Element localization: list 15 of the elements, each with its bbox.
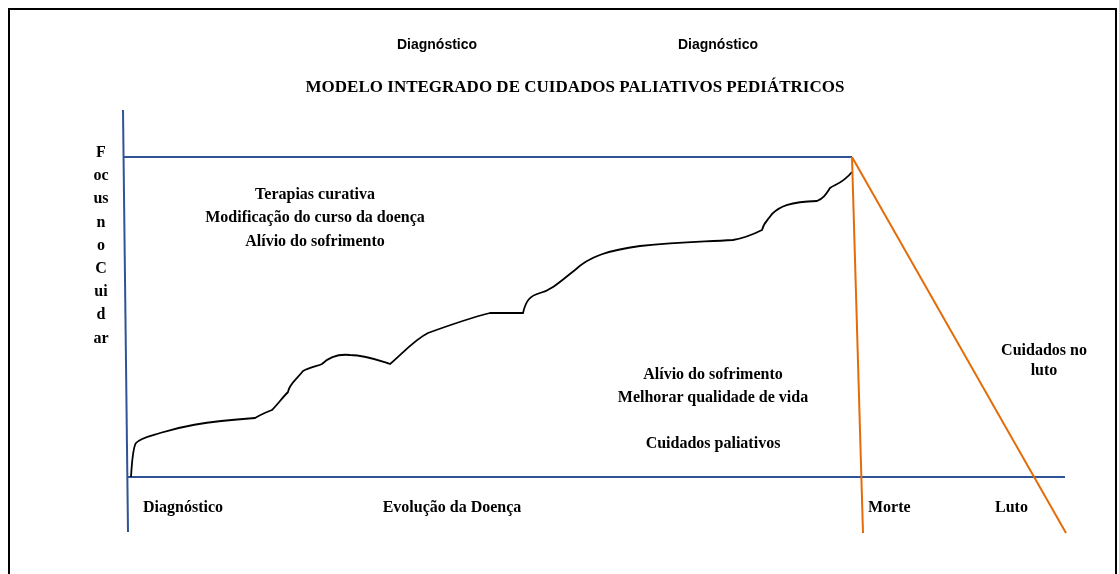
region-text: Alívio do sofrimento	[643, 364, 783, 384]
region-text: Modificação do curso da doença	[205, 207, 425, 227]
annotation: Diagnóstico	[677, 36, 759, 54]
region-text: Cuidados paliativos	[645, 433, 781, 453]
region-text: Cuidados no luto	[1000, 340, 1088, 380]
diagram-title: MODELO INTEGRADO DE CUIDADOS PALIATIVOS PEDIÁTRICOS	[305, 77, 845, 97]
axis-tick-label: Luto	[995, 497, 1028, 517]
annotation: Diagnóstico	[396, 36, 478, 54]
region-text: Alívio do sofrimento	[245, 231, 385, 251]
region-text: Terapias curativa	[255, 184, 375, 204]
axis-tick-label: Evolução da Doença	[382, 497, 522, 517]
axis-label: Focus no Cuidar	[93, 142, 109, 348]
axis-tick-label: Diagnóstico	[143, 497, 223, 517]
axis-tick-label: Morte	[868, 497, 911, 517]
region-text: Melhorar qualidade de vida	[616, 387, 810, 407]
